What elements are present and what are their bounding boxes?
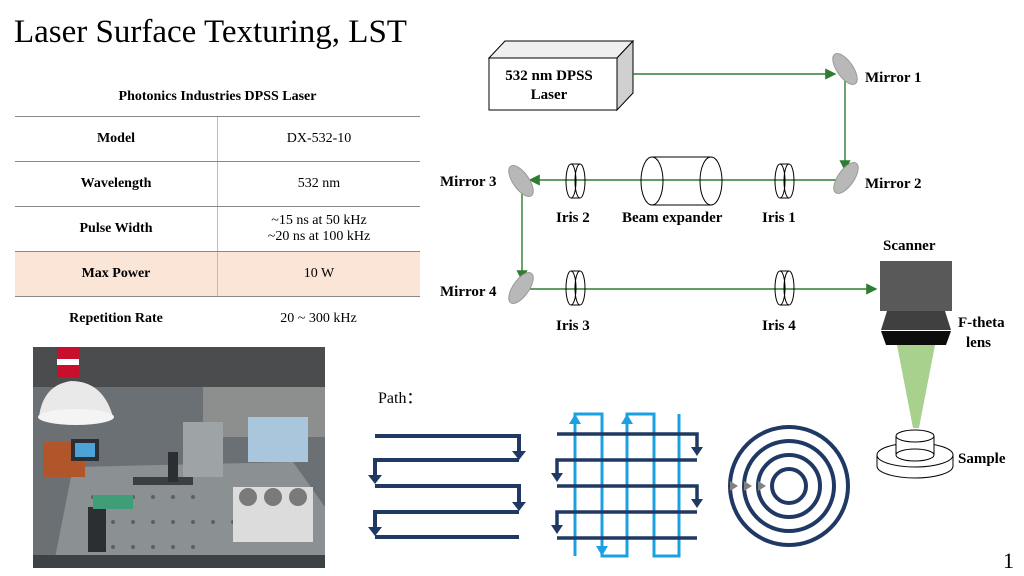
- spec-key: Wavelength: [15, 162, 218, 206]
- spec-value-line: ~20 ns at 100 kHz: [267, 229, 371, 244]
- spec-value-line: ~15 ns at 50 kHz: [271, 213, 367, 228]
- spec-value: 10 W: [218, 252, 420, 296]
- laser-beam-cone: [897, 345, 935, 428]
- iris-2: [565, 163, 586, 199]
- spec-table-header: Photonics Industries DPSS Laser: [15, 76, 420, 117]
- spec-value: DX-532-10: [218, 117, 420, 161]
- beam-expander: [640, 156, 723, 206]
- mirror-2: [833, 162, 859, 194]
- lab-setup-photo: [33, 347, 325, 568]
- sample: [876, 429, 954, 479]
- iris-1: [774, 163, 795, 199]
- path-label: Path：: [378, 390, 423, 407]
- spec-key: Repetition Rate: [69, 311, 163, 326]
- spec-value-line: 10 W: [303, 266, 335, 281]
- iris-4-label: Iris 4: [762, 318, 796, 334]
- laser-label-line1: 532 nm DPSS: [505, 68, 593, 84]
- spec-key: Pulse Width: [15, 207, 218, 251]
- page-number: 1: [1003, 548, 1014, 573]
- f-theta-lens-upper: [881, 311, 951, 330]
- iris-1-label: Iris 1: [762, 210, 796, 226]
- spec-key: Max Power: [15, 252, 218, 296]
- spec-value-line: 20 ~ 300 kHz: [280, 311, 357, 326]
- spec-row-pulse-width: Pulse Width ~15 ns at 50 kHz ~20 ns at 1…: [15, 207, 420, 252]
- beam-expander-label: Beam expander: [622, 210, 723, 226]
- spec-value: 20 ~ 300 kHz: [217, 297, 420, 341]
- raster-scan-arrows: [368, 451, 526, 536]
- spec-row-max-power: Max Power 10 W: [15, 252, 420, 297]
- mirror-2-label: Mirror 2: [865, 176, 922, 192]
- f-theta-lens-lower: [881, 331, 951, 345]
- mirror-4: [508, 272, 534, 304]
- beam-path: [516, 68, 878, 295]
- spec-value: ~15 ns at 50 kHz ~20 ns at 100 kHz: [218, 207, 420, 251]
- slide-title: Laser Surface Texturing, LST: [14, 14, 407, 50]
- spec-value: 532 nm: [218, 162, 420, 206]
- laser-source: 532 nm DPSS Laser: [487, 39, 635, 112]
- mirror-1: [832, 53, 858, 85]
- mirror-3-label: Mirror 3: [440, 174, 497, 190]
- spec-value-line: 532 nm: [297, 176, 341, 191]
- scanner-label: Scanner: [883, 238, 936, 254]
- laser-spec-table: Photonics Industries DPSS Laser Model DX…: [15, 76, 420, 341]
- f-theta-label-line1: F-theta: [958, 315, 1005, 331]
- iris-3: [565, 270, 586, 306]
- mirror-1-label: Mirror 1: [865, 70, 922, 86]
- spec-row-model: Model DX-532-10: [15, 117, 420, 162]
- iris-3-label: Iris 3: [556, 318, 590, 334]
- sample-label: Sample: [958, 451, 1006, 467]
- concentric-scan-arrows: [730, 481, 766, 491]
- scanner: [880, 261, 952, 311]
- raster-scan-path: [373, 434, 521, 539]
- iris-2-label: Iris 2: [556, 210, 590, 226]
- spec-row-wavelength: Wavelength 532 nm: [15, 162, 420, 207]
- f-theta-label-line2: lens: [966, 335, 991, 351]
- crosshatch-scan-path: [551, 412, 703, 558]
- laser-label-line2: Laser: [531, 87, 568, 103]
- iris-4: [774, 270, 795, 306]
- spec-row-repetition-rate: Repetition Rate 20 ~ 300 kHz: [15, 297, 420, 341]
- mirror-4-label: Mirror 4: [440, 284, 497, 300]
- spec-value-line: DX-532-10: [286, 131, 352, 146]
- mirror-3: [508, 165, 534, 197]
- spec-key: Model: [15, 117, 218, 161]
